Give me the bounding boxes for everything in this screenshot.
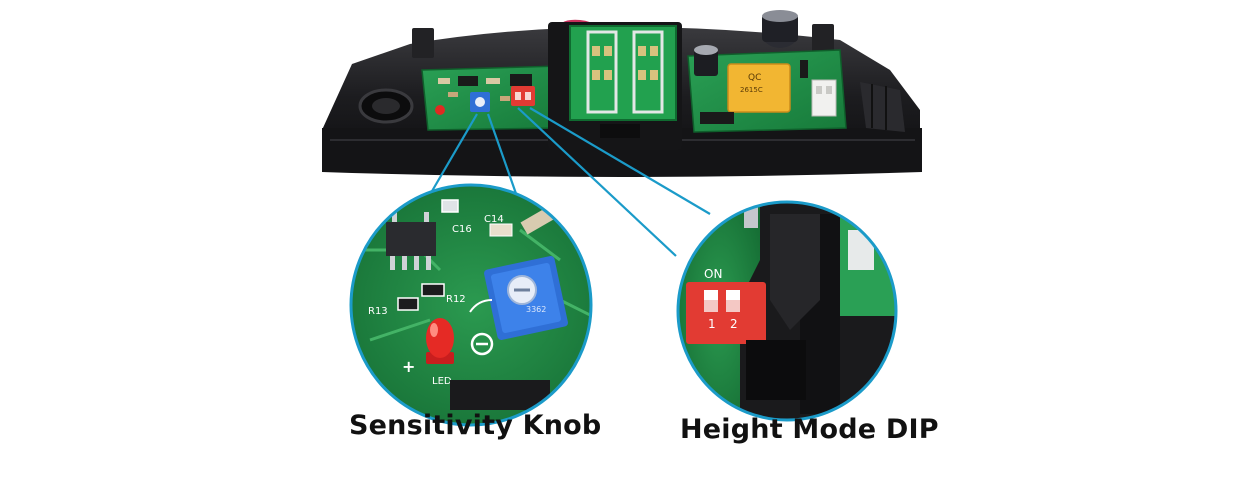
callout-lines: [427, 107, 711, 257]
led-red: [426, 318, 454, 364]
label-dip-on: ON: [704, 267, 722, 281]
label-dip-2: 2: [730, 317, 738, 331]
relay-code-label: 2615C: [740, 86, 763, 94]
sensitivity-knob: 3362: [484, 256, 568, 340]
label-plus: +: [402, 357, 415, 376]
label-r13: R13: [368, 306, 388, 317]
power-pcb: QC 2615C: [687, 10, 847, 133]
relay: QC 2615C: [727, 63, 791, 113]
sensitivity-knob-caption: Sensitivity Knob: [349, 410, 602, 441]
label-c16: C16: [452, 224, 472, 235]
label-dip-1: 1: [708, 317, 716, 331]
relay-qc-label: QC: [748, 73, 761, 83]
height-mode-dip-switch: 1 2: [686, 282, 766, 344]
label-r12: R12: [446, 294, 466, 305]
dip-switch-small: [511, 86, 535, 106]
height-mode-dip-caption: Height Mode DIP: [680, 414, 939, 445]
label-c14: C14: [484, 214, 504, 225]
sensitivity-zoom-callout: C16 C14 R12 R13 LED + 3362: [349, 183, 593, 427]
radar-module: [548, 22, 682, 150]
led-red-small: [435, 105, 445, 115]
height-mode-zoom-callout: R5 ON 1 2: [676, 200, 898, 422]
pot-code-label: 3362: [526, 305, 546, 314]
label-led: LED: [432, 376, 452, 387]
